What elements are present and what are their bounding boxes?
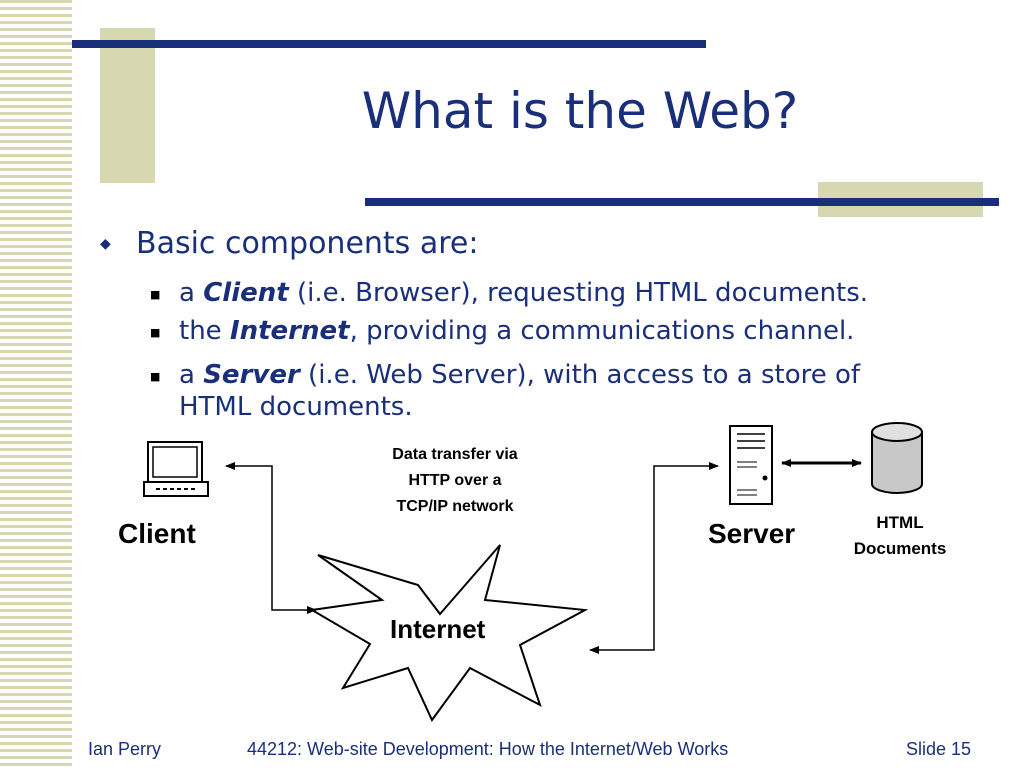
item-keyword-internet: Internet [229, 316, 350, 346]
item-continuation: HTML documents. [179, 392, 413, 422]
diamond-bullet-icon: ◆ [100, 236, 111, 252]
left-stripe-decoration [0, 0, 72, 768]
footer-slide-number: Slide 15 [906, 739, 972, 759]
item-prefix: the [179, 316, 230, 346]
title-rule-bottom [365, 198, 999, 206]
footer-course: 44212: Web-site Development: How the Int… [247, 739, 729, 759]
internet-cloud-shape [309, 544, 589, 722]
transfer-caption-line3: TCP/IP network [396, 498, 514, 515]
transfer-caption-line1: Data transfer via [392, 446, 518, 463]
internet-label: Internet [390, 614, 486, 644]
main-bullet-text: Basic components are: [136, 226, 479, 261]
main-bullet: ◆ Basic components are: [100, 226, 900, 266]
item-suffix: , providing a communications channel. [349, 316, 855, 346]
item-prefix: a [179, 278, 204, 308]
square-bullet-icon: ■ [150, 288, 161, 301]
server-tower-icon [729, 425, 773, 505]
transfer-caption-line2: HTTP over a [408, 472, 502, 489]
square-bullet-icon: ■ [150, 326, 161, 339]
computer-icon [143, 441, 209, 497]
item-keyword-server: Server [203, 360, 300, 390]
item-prefix: a [179, 360, 204, 390]
square-bullet-icon: ■ [150, 370, 161, 383]
item-suffix: (i.e. Browser), requesting HTML document… [288, 278, 869, 308]
title-decor-block-left [100, 28, 155, 183]
documents-label-line2: Documents [853, 539, 947, 558]
documents-label-line1: HTML [876, 513, 924, 532]
client-label: Client [118, 518, 196, 549]
title-rule-top [72, 40, 706, 48]
server-label: Server [708, 518, 796, 549]
item-suffix: (i.e. Web Server), with access to a stor… [299, 360, 861, 390]
client-internet-connector [225, 462, 317, 614]
database-icon [871, 422, 923, 494]
footer-author: Ian Perry [88, 739, 162, 759]
documents-label: HTML Documents [832, 510, 968, 562]
transfer-caption: Data transfer via HTTP over a TCP/IP net… [340, 442, 570, 520]
sub-bullet-list: ■ a Client (i.e. Browser), requesting HT… [150, 278, 980, 428]
item-keyword-client: Client [203, 278, 289, 308]
slide-title: What is the Web? [361, 82, 799, 140]
internet-server-connector [589, 462, 719, 654]
